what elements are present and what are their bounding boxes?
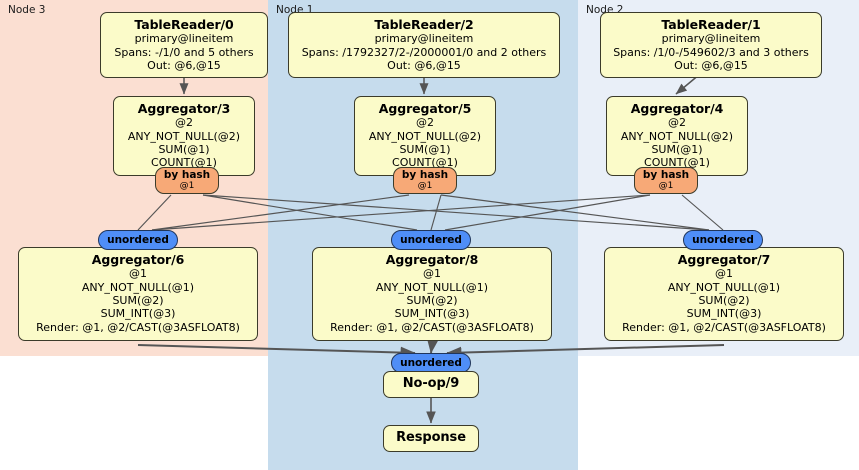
aggregator-agg3-line: COUNT(@1) xyxy=(151,156,217,170)
unordered-input-u7[interactable]: unordered xyxy=(683,230,763,250)
aggregator-agg8-line: @1 xyxy=(423,267,441,281)
hash-router-agg4-label: by hash xyxy=(642,169,690,181)
aggregator-agg4-line: @2 xyxy=(668,116,686,130)
table-reader-tr0-line: Spans: -/1/0 and 5 others xyxy=(114,45,254,59)
aggregator-agg3-line: ANY_NOT_NULL(@2) xyxy=(127,129,241,143)
noop-processor-title: No-op/9 xyxy=(402,376,460,391)
aggregator-agg8-line: SUM_INT(@3) xyxy=(394,307,470,321)
aggregator-agg4-line: COUNT(@1) xyxy=(644,156,710,170)
aggregator-agg8-line: Render: @1, @2/CAST(@3ASFLOAT8) xyxy=(330,320,534,334)
aggregator-agg5-line: SUM(@1) xyxy=(399,143,451,157)
response-processor-title: Response xyxy=(396,430,466,445)
aggregator-agg7-line: ANY_NOT_NULL(@1) xyxy=(667,280,781,294)
table-reader-tr2-line: Out: @6,@15 xyxy=(387,59,461,73)
response-processor[interactable]: Response xyxy=(383,425,479,452)
noop-processor[interactable]: No-op/9 xyxy=(383,371,479,398)
aggregator-agg3-line: @2 xyxy=(175,116,193,130)
unordered-input-u6[interactable]: unordered xyxy=(98,230,178,250)
hash-router-agg5-column: @1 xyxy=(417,181,433,192)
aggregator-agg7-line: SUM_INT(@3) xyxy=(686,307,762,321)
table-reader-tr1-title: TableReader/1 xyxy=(661,17,761,32)
node-label-node3: Node 3 xyxy=(8,4,46,16)
aggregator-agg6-title: Aggregator/6 xyxy=(91,252,185,267)
aggregator-agg4-line: ANY_NOT_NULL(@2) xyxy=(620,129,734,143)
unordered-input-u8[interactable]: unordered xyxy=(391,230,471,250)
aggregator-agg7-title: Aggregator/7 xyxy=(677,252,771,267)
hash-router-agg5-label: by hash xyxy=(401,169,449,181)
aggregator-agg6-line: SUM_INT(@3) xyxy=(100,307,176,321)
aggregator-agg8-title: Aggregator/8 xyxy=(385,252,479,267)
table-reader-tr1-line: primary@lineitem xyxy=(661,32,761,46)
aggregator-agg6-line: Render: @1, @2/CAST(@3ASFLOAT8) xyxy=(36,320,240,334)
aggregator-agg4-title: Aggregator/4 xyxy=(630,101,724,116)
aggregator-agg8-line: SUM(@2) xyxy=(406,294,458,308)
table-reader-tr2-line: primary@lineitem xyxy=(374,32,474,46)
unordered-input-final[interactable]: unordered xyxy=(391,353,471,373)
aggregator-agg5-title: Aggregator/5 xyxy=(378,101,472,116)
hash-router-agg3-label: by hash xyxy=(163,169,211,181)
table-reader-tr2-title: TableReader/2 xyxy=(374,17,474,32)
hash-router-agg5[interactable]: by hash@1 xyxy=(393,167,457,195)
table-reader-tr0-line: primary@lineitem xyxy=(134,32,234,46)
hash-router-agg4[interactable]: by hash@1 xyxy=(634,167,698,195)
aggregator-agg5-line: COUNT(@1) xyxy=(392,156,458,170)
table-reader-tr1-line: Spans: /1/0-/549602/3 and 3 others xyxy=(613,45,809,59)
aggregator-agg7-line: SUM(@2) xyxy=(698,294,750,308)
table-reader-tr0-title: TableReader/0 xyxy=(134,17,234,32)
table-reader-tr2-line: Spans: /1792327/2-/2000001/0 and 2 other… xyxy=(301,45,547,59)
aggregator-agg3-line: SUM(@1) xyxy=(158,143,210,157)
aggregator-agg7-line: @1 xyxy=(715,267,733,281)
hash-router-agg4-column: @1 xyxy=(658,181,674,192)
aggregator-agg4-line: SUM(@1) xyxy=(651,143,703,157)
aggregator-agg6-line: @1 xyxy=(129,267,147,281)
table-reader-tr1-line: Out: @6,@15 xyxy=(674,59,748,73)
aggregator-agg7-line: Render: @1, @2/CAST(@3ASFLOAT8) xyxy=(622,320,826,334)
table-reader-tr0-line: Out: @6,@15 xyxy=(147,59,221,73)
hash-router-agg3[interactable]: by hash@1 xyxy=(155,167,219,195)
aggregator-agg6-line: SUM(@2) xyxy=(112,294,164,308)
aggregator-agg3-title: Aggregator/3 xyxy=(137,101,231,116)
aggregator-agg5-line: ANY_NOT_NULL(@2) xyxy=(368,129,482,143)
hash-router-agg3-column: @1 xyxy=(179,181,195,192)
aggregator-agg5-line: @2 xyxy=(416,116,434,130)
aggregator-agg6-line: ANY_NOT_NULL(@1) xyxy=(81,280,195,294)
aggregator-agg8-line: ANY_NOT_NULL(@1) xyxy=(375,280,489,294)
